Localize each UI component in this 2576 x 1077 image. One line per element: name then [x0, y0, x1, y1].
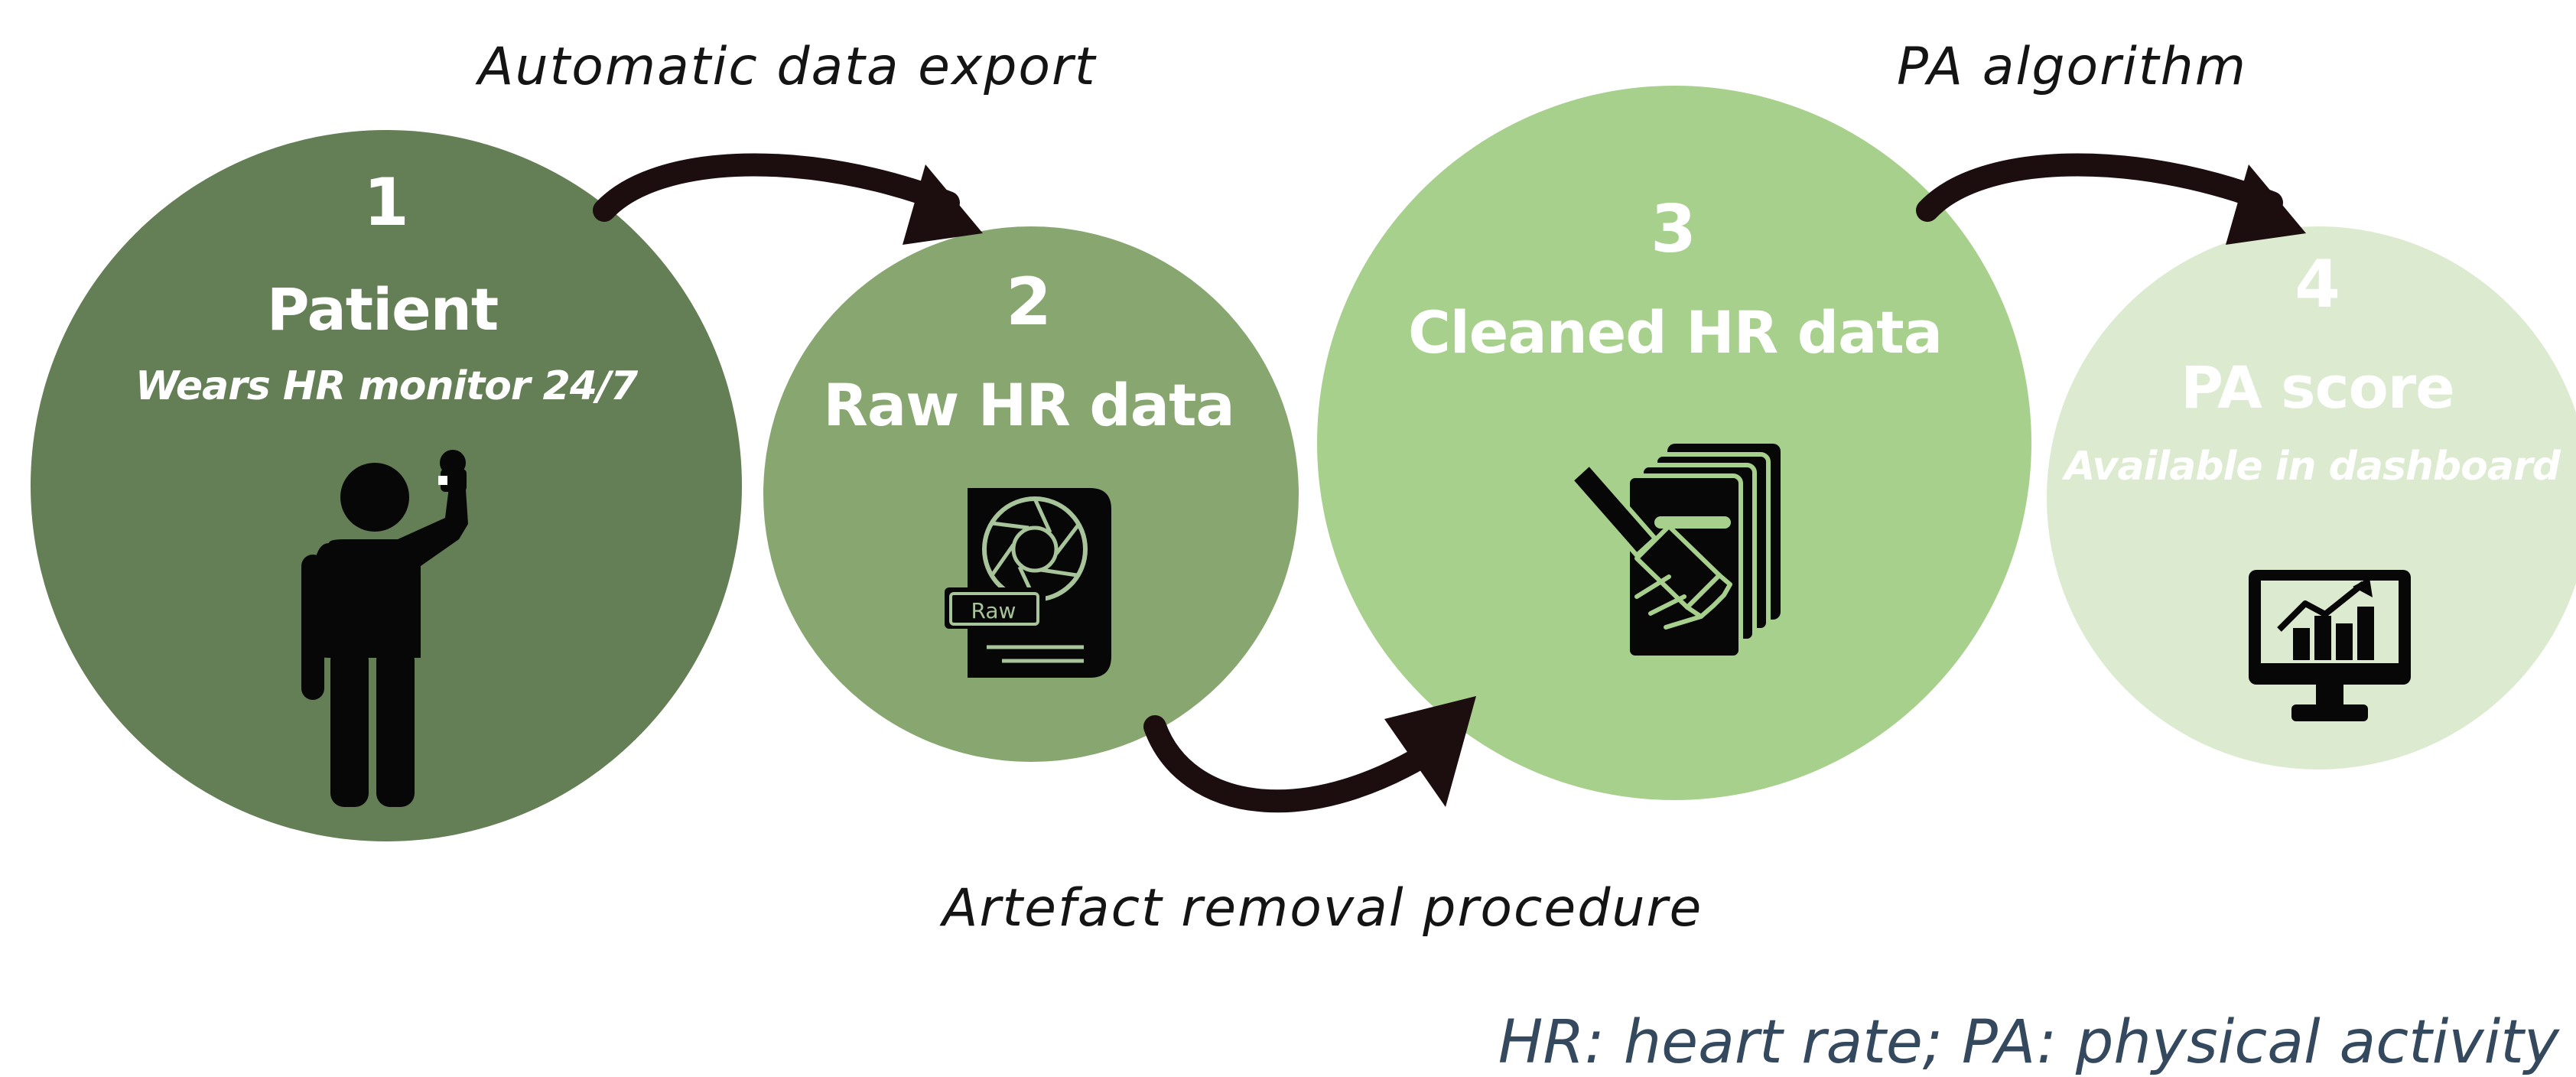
raw-file-label: Raw — [971, 598, 1016, 623]
raw-file-icon: Raw — [945, 488, 1111, 678]
cleaning-documents-icon — [1569, 444, 1781, 660]
step-3-circle — [1317, 86, 2031, 800]
arrow-step2-to-step3 — [1143, 696, 1476, 813]
step-4-subtitle: Available in dashboard — [2064, 444, 2561, 490]
dashboard-monitor-chart-icon — [2249, 570, 2411, 721]
step-1-subtitle: Wears HR monitor 24/7 — [135, 363, 638, 409]
step-4-title: PA score — [2181, 353, 2455, 421]
step-2-title: Raw HR data — [823, 371, 1234, 439]
step-2-number: 2 — [1006, 264, 1052, 340]
step-1-number: 1 — [363, 164, 409, 241]
arrow-step1-to-step2 — [593, 153, 983, 245]
person-wearing-watch-icon — [301, 450, 468, 807]
step-3-number: 3 — [1651, 191, 1696, 268]
arrow-step3-to-step4 — [1916, 153, 2306, 245]
transition-label-artefact-removal: Artefact removal procedure — [942, 878, 1703, 939]
step-4-number: 4 — [2295, 246, 2340, 323]
step-3-title: Cleaned HR data — [1407, 298, 1943, 366]
step-1-title: Patient — [266, 275, 499, 343]
abbreviations-footnote: HR: heart rate; PA: physical activity — [1498, 1008, 2559, 1077]
transition-label-pa-algorithm: PA algorithm — [1897, 37, 2247, 97]
transition-label-export: Automatic data export — [478, 37, 1097, 97]
